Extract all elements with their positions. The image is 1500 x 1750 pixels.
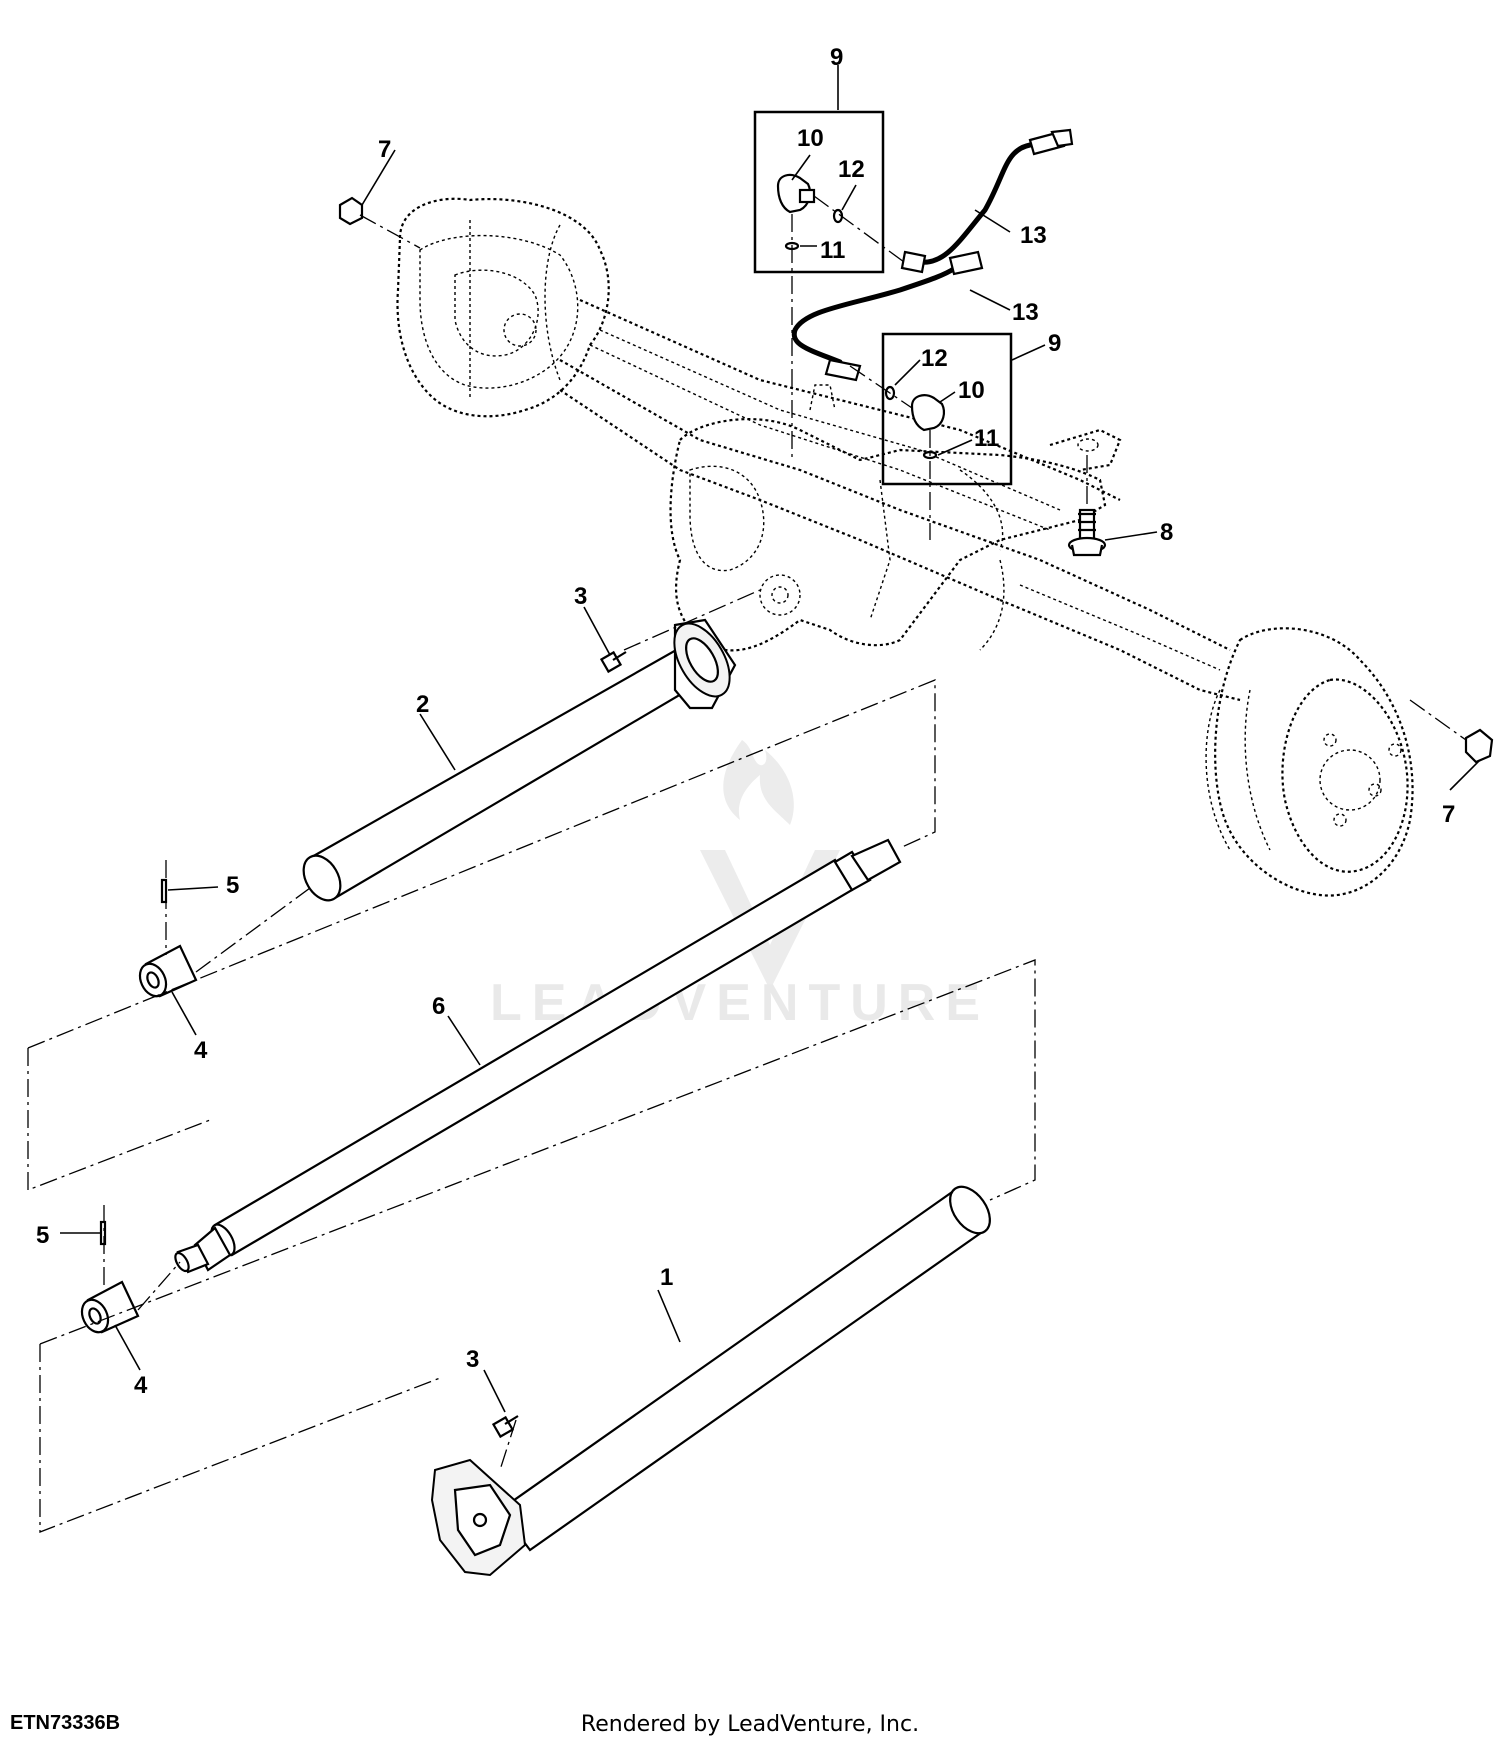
part-7-nut-left	[338, 196, 364, 226]
callout-9-upper: 9	[830, 44, 843, 71]
part-8-flange-bolt	[1067, 508, 1107, 557]
callout-3-lower: 3	[466, 1346, 479, 1373]
kit-9-frame-lower	[881, 332, 1013, 486]
callout-11-upper: 11	[820, 237, 845, 264]
callout-labels: 1 2 3 3 4 4 5 5 6 7 7 8 9 9 10 10 11 11 …	[36, 44, 1455, 1399]
callout-9-lower: 9	[1048, 330, 1061, 357]
callout-4-lower: 4	[134, 1372, 148, 1399]
callout-12-upper: 12	[838, 156, 865, 183]
callout-13-lower: 13	[1012, 299, 1039, 326]
callout-13-upper: 13	[1020, 222, 1047, 249]
kit-9-frame-upper	[753, 110, 885, 274]
part-13-hose-upper	[900, 128, 1074, 274]
part-7-nut-right	[1464, 728, 1494, 764]
part-13-hose-lower	[791, 250, 984, 382]
callout-4-upper: 4	[194, 1037, 208, 1064]
part-2-axle-tube	[302, 618, 737, 902]
part-3-bolt-lower	[491, 1415, 519, 1439]
axle-housing-ghost	[396, 197, 1414, 897]
part-3-bolt-upper	[599, 650, 627, 674]
callout-6: 6	[432, 993, 445, 1020]
figure-id: ETN73336B	[10, 1712, 121, 1734]
leadventure-watermark: LEADVENTURE	[490, 740, 980, 1032]
leader-lines	[60, 65, 1481, 1413]
callout-10-upper: 10	[797, 125, 824, 152]
callout-8: 8	[1160, 519, 1173, 546]
part-6-drive-shaft	[174, 838, 902, 1274]
callout-12-lower: 12	[921, 345, 948, 372]
part-4-bushing-upper	[138, 944, 198, 998]
part-4-bushing-lower	[80, 1280, 140, 1334]
part-10-fitting-upper	[776, 173, 816, 214]
callout-1: 1	[660, 1264, 673, 1291]
part-10-fitting-lower	[910, 394, 945, 432]
callout-10-lower: 10	[958, 377, 985, 404]
callout-7-left: 7	[378, 136, 391, 163]
part-1-axle-tube	[430, 1185, 991, 1577]
callout-5-lower: 5	[36, 1222, 49, 1249]
render-credit: Rendered by LeadVenture, Inc.	[580, 1712, 920, 1737]
callout-2: 2	[416, 691, 429, 718]
callout-3-upper: 3	[574, 583, 587, 610]
callout-11-lower: 11	[974, 425, 999, 452]
callout-7-right: 7	[1442, 801, 1455, 828]
callout-5-upper: 5	[226, 872, 239, 899]
centerlines	[27, 195, 1467, 1533]
